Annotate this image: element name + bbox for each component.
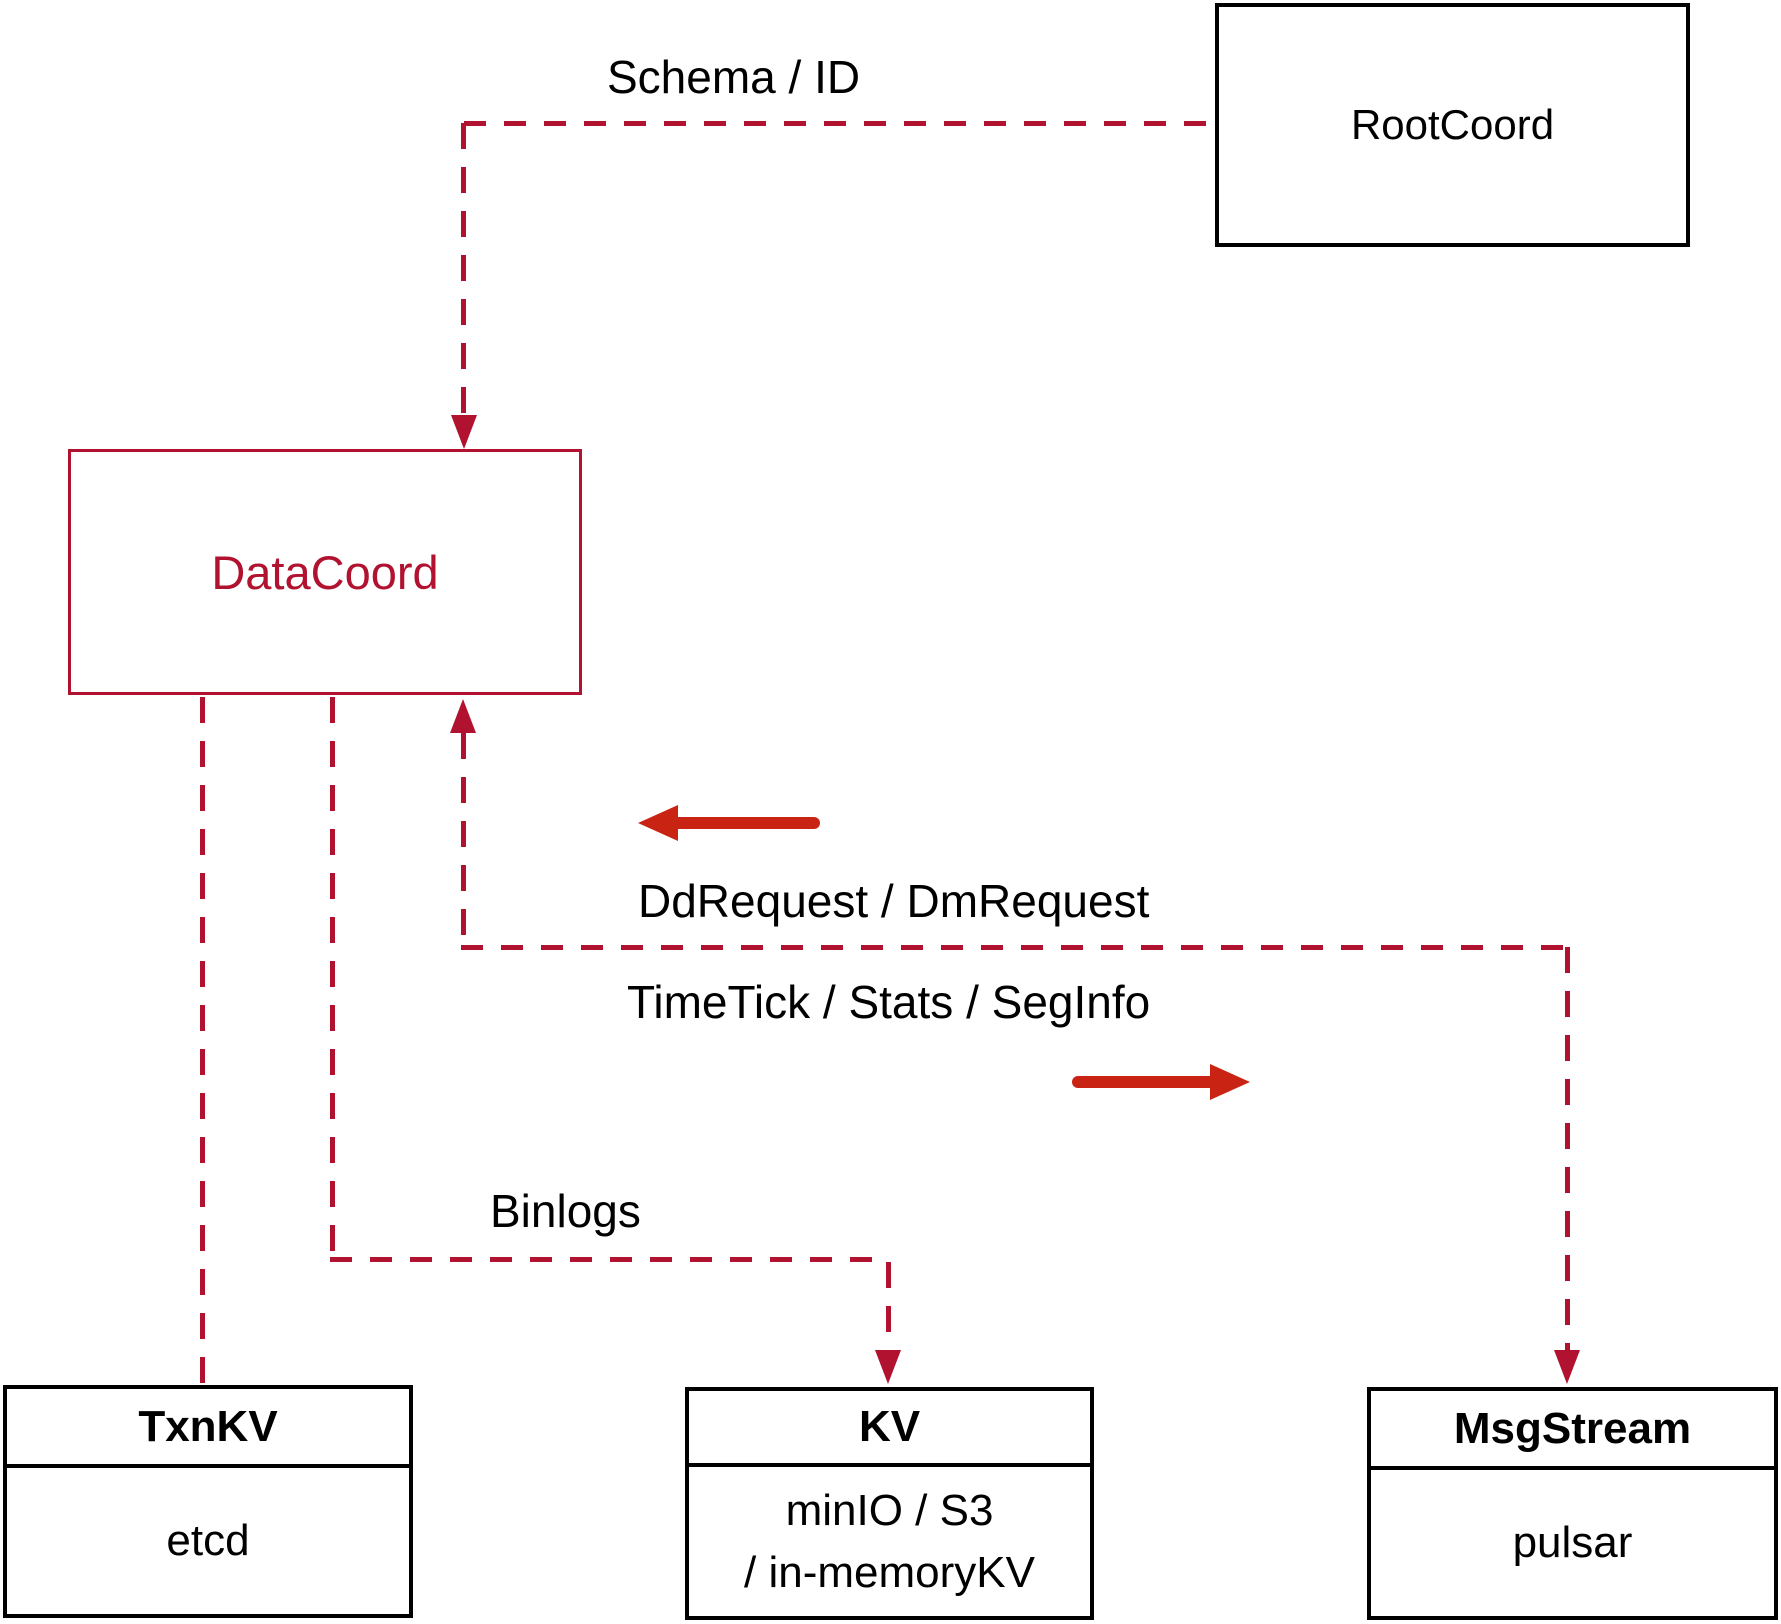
kv-title: KV [858, 1402, 921, 1451]
left-direction-arrow-shaft [674, 817, 820, 829]
node-kv: KV minIO / S3 / in-memoryKV [685, 1387, 1094, 1620]
txnkv-body-text: etcd [166, 1516, 250, 1565]
edge-schema-id-vertical-segment [461, 123, 466, 415]
right-direction-arrow-shaft [1072, 1076, 1212, 1088]
edge-label-dd-dm-request: DdRequest / DmRequest [638, 875, 1150, 927]
node-txnkv: TxnKV etcd [3, 1385, 413, 1618]
edge-label-timetick-stats-seginfo: TimeTick / Stats / SegInfo [627, 976, 1151, 1028]
msgstream-title: MsgStream [1453, 1403, 1692, 1453]
request-arrowhead-down-icon [1554, 1350, 1580, 1384]
edge-binlogs-horizontal-segment [330, 1257, 890, 1262]
edge-request-vertical-segment-1 [461, 733, 466, 947]
kv-body: minIO / S3 / in-memoryKV [689, 1467, 1090, 1616]
binlogs-arrowhead-down-icon [875, 1350, 901, 1384]
edge-label-binlogs: Binlogs [490, 1185, 641, 1237]
datacoord-label: DataCoord [211, 545, 439, 599]
kv-body-line1: minIO / S3 [785, 1485, 994, 1535]
txnkv-title: TxnKV [138, 1401, 278, 1451]
right-direction-arrow-icon [1210, 1064, 1250, 1100]
msgstream-body: pulsar [1371, 1470, 1774, 1616]
msgstream-header: MsgStream [1371, 1391, 1774, 1470]
edge-binlogs-vertical-segment-1 [330, 697, 335, 1262]
txnkv-body: etcd [7, 1468, 409, 1614]
rootcoord-label: RootCoord [1350, 101, 1555, 148]
left-direction-arrow-icon [638, 805, 678, 841]
kv-header: KV [689, 1391, 1090, 1467]
request-arrowhead-up-icon [450, 699, 476, 733]
edge-datacoord-txnkv-segment [200, 697, 205, 1385]
node-msgstream: MsgStream pulsar [1367, 1387, 1778, 1620]
txnkv-header: TxnKV [7, 1389, 409, 1468]
edge-request-horizontal-segment [461, 945, 1570, 950]
node-datacoord: DataCoord [68, 449, 582, 695]
edge-schema-id-horizontal-segment [464, 121, 1215, 126]
msgstream-body-text: pulsar [1512, 1518, 1633, 1567]
edge-request-vertical-segment-2 [1565, 947, 1570, 1350]
kv-body-line2: / in-memoryKV [744, 1547, 1035, 1597]
node-rootcoord: RootCoord [1215, 3, 1690, 247]
edge-label-schema-id: Schema / ID [607, 51, 861, 103]
edge-binlogs-vertical-segment-2 [886, 1262, 891, 1350]
schema-id-arrowhead-down-icon [451, 415, 477, 449]
